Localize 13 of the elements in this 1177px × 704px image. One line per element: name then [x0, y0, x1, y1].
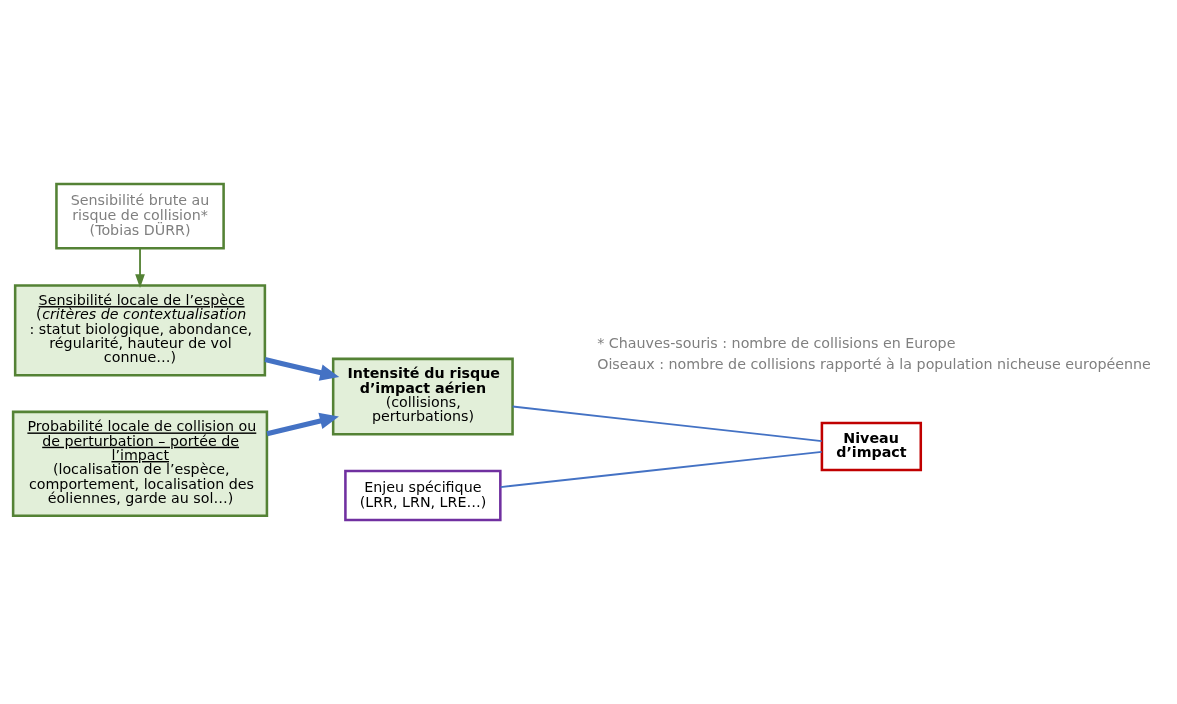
arrow: [264, 357, 340, 381]
node-box: Intensité du risque d’impact aérien (collisions, perturbations): [331, 357, 514, 436]
arrow: [266, 412, 339, 437]
node-box: Enjeu spécifique (LRR, LRN, LRE…): [344, 469, 502, 522]
node-box: Sensibilité locale de l’espèce (critères de contextualisation : statut biologique, abondance, régularité, hauteur de vol connue…): [13, 284, 267, 377]
node-box: Probabilité locale de collision ou de perturbation – portée de l’impact (localisation de l’espèce, comportement, localisation des éoliennes, garde au sol…): [11, 410, 269, 518]
connector: [499, 450, 823, 488]
node-box: Niveau d’impact: [820, 421, 923, 472]
label: Oiseaux : nombre de collisions rapporté à la population nicheuse européenne: [597, 356, 1151, 373]
arrow: [135, 247, 145, 289]
connector: [511, 405, 823, 442]
node-box: Sensibilité brute au risque de collision* (Tobias DÜRR): [55, 182, 225, 250]
label: * Chauves-souris : nombre de collisions en Europe: [597, 334, 956, 351]
